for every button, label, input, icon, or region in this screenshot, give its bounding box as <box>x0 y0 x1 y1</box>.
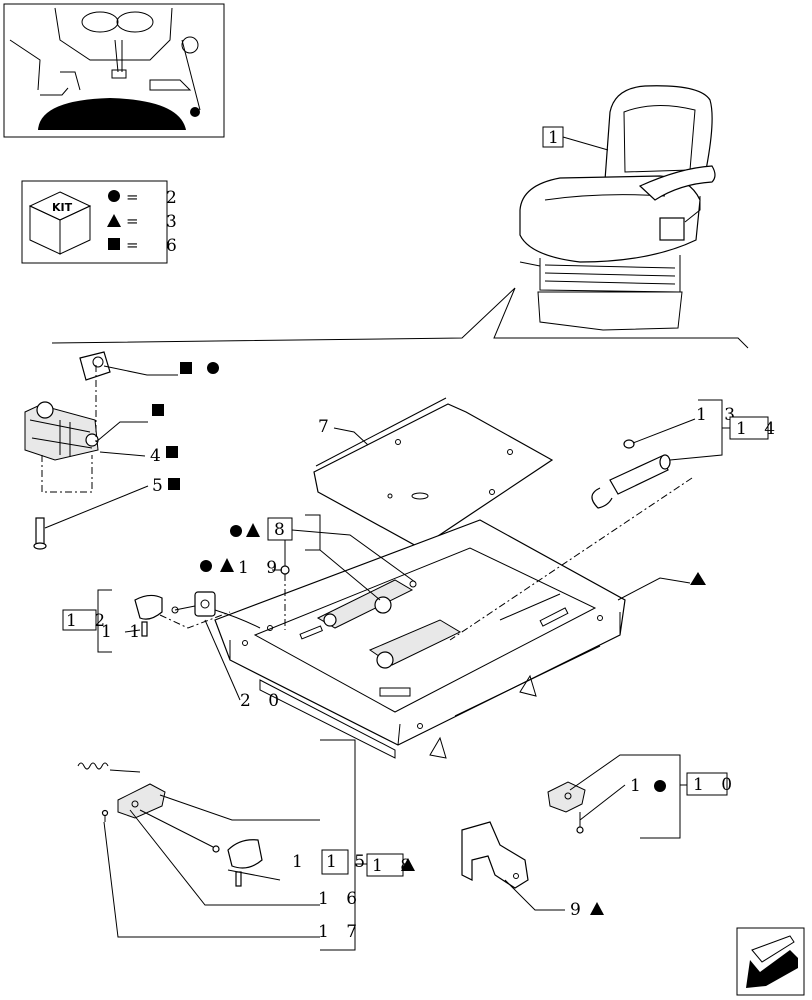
callout-1: 1 <box>548 128 565 148</box>
kit-row-value-circle: 2 <box>166 188 183 208</box>
spring-part <box>77 762 109 770</box>
callout-box-10 <box>686 772 728 796</box>
kit-row-value-triangle: 3 <box>166 212 183 232</box>
kit-label: KIT <box>52 201 73 214</box>
next-page-arrow-icon[interactable] <box>736 927 805 996</box>
triangle-marker-icon <box>107 214 121 227</box>
bracket-cap-part <box>79 351 111 381</box>
callout-13: 1 3 <box>696 405 741 425</box>
kit-row-eq-triangle: = <box>126 212 139 230</box>
callout-11: 1 1 <box>101 622 146 642</box>
kit-legend: KIT = 2 = 3 = 6 <box>21 180 183 264</box>
bolt-part <box>33 517 47 550</box>
callout-box-12 <box>62 609 97 631</box>
triangle-marker-icon <box>690 572 706 585</box>
triangle-marker-icon <box>220 558 234 572</box>
callout-19: 1 9 <box>238 558 283 578</box>
triangle-marker-icon <box>246 523 260 537</box>
callout-20: 2 0 <box>240 691 285 711</box>
tractor-cab-thumbnail <box>3 3 225 138</box>
seat-pad-plate-part <box>313 397 554 549</box>
callout-5: 5 <box>152 476 169 496</box>
circle-marker-icon <box>230 525 242 537</box>
square-marker-icon <box>180 362 192 374</box>
kit-row-eq-circle: = <box>126 188 139 206</box>
callout-11-lower: 1 1 <box>292 852 337 872</box>
circle-marker-icon <box>108 190 120 202</box>
triangle-marker-icon <box>590 902 604 915</box>
callout-box-8 <box>267 517 293 541</box>
kit-row-value-square: 6 <box>166 236 183 256</box>
seat-illustration <box>519 85 716 331</box>
circle-marker-icon <box>654 780 666 792</box>
square-marker-icon <box>166 446 178 458</box>
triangle-marker-icon <box>401 858 415 871</box>
square-marker-icon <box>152 404 164 416</box>
callout-1-right: 1 <box>630 776 647 796</box>
callout-10: 1 0 <box>693 775 738 795</box>
section-separator <box>51 287 749 349</box>
linkage-rod-part <box>139 809 216 849</box>
callout-box-15 <box>321 849 349 875</box>
callout-14: 1 4 <box>736 419 781 439</box>
callout-9: 9 <box>570 900 587 920</box>
circle-marker-icon <box>200 560 212 572</box>
callout-16: 1 6 <box>318 889 363 909</box>
kit-box-icon <box>28 191 92 255</box>
lever-knob-lower-part <box>227 839 263 887</box>
gas-spring-rod-part <box>591 439 671 509</box>
square-marker-icon <box>108 238 120 250</box>
callout-8: 8 <box>274 520 291 540</box>
callout-box-18 <box>366 853 404 877</box>
callout-15: 1 5 <box>326 852 371 872</box>
callout-12: 1 2 <box>66 611 111 631</box>
callout-4: 4 <box>150 446 167 466</box>
square-marker-icon <box>168 478 180 490</box>
hook-bracket-part <box>547 781 586 834</box>
lever-knob-part <box>134 594 163 637</box>
mounting-bracket-part <box>117 783 166 819</box>
callout-17: 1 7 <box>318 922 363 942</box>
hinge-assembly-part <box>24 401 99 461</box>
sensor-switch-part <box>171 591 261 629</box>
callout-7: 7 <box>318 417 335 437</box>
seat-slide-frame-part <box>214 519 626 759</box>
kit-row-eq-square: = <box>126 236 139 254</box>
seat-support-bracket-part <box>461 821 529 889</box>
circle-marker-icon <box>207 362 219 374</box>
